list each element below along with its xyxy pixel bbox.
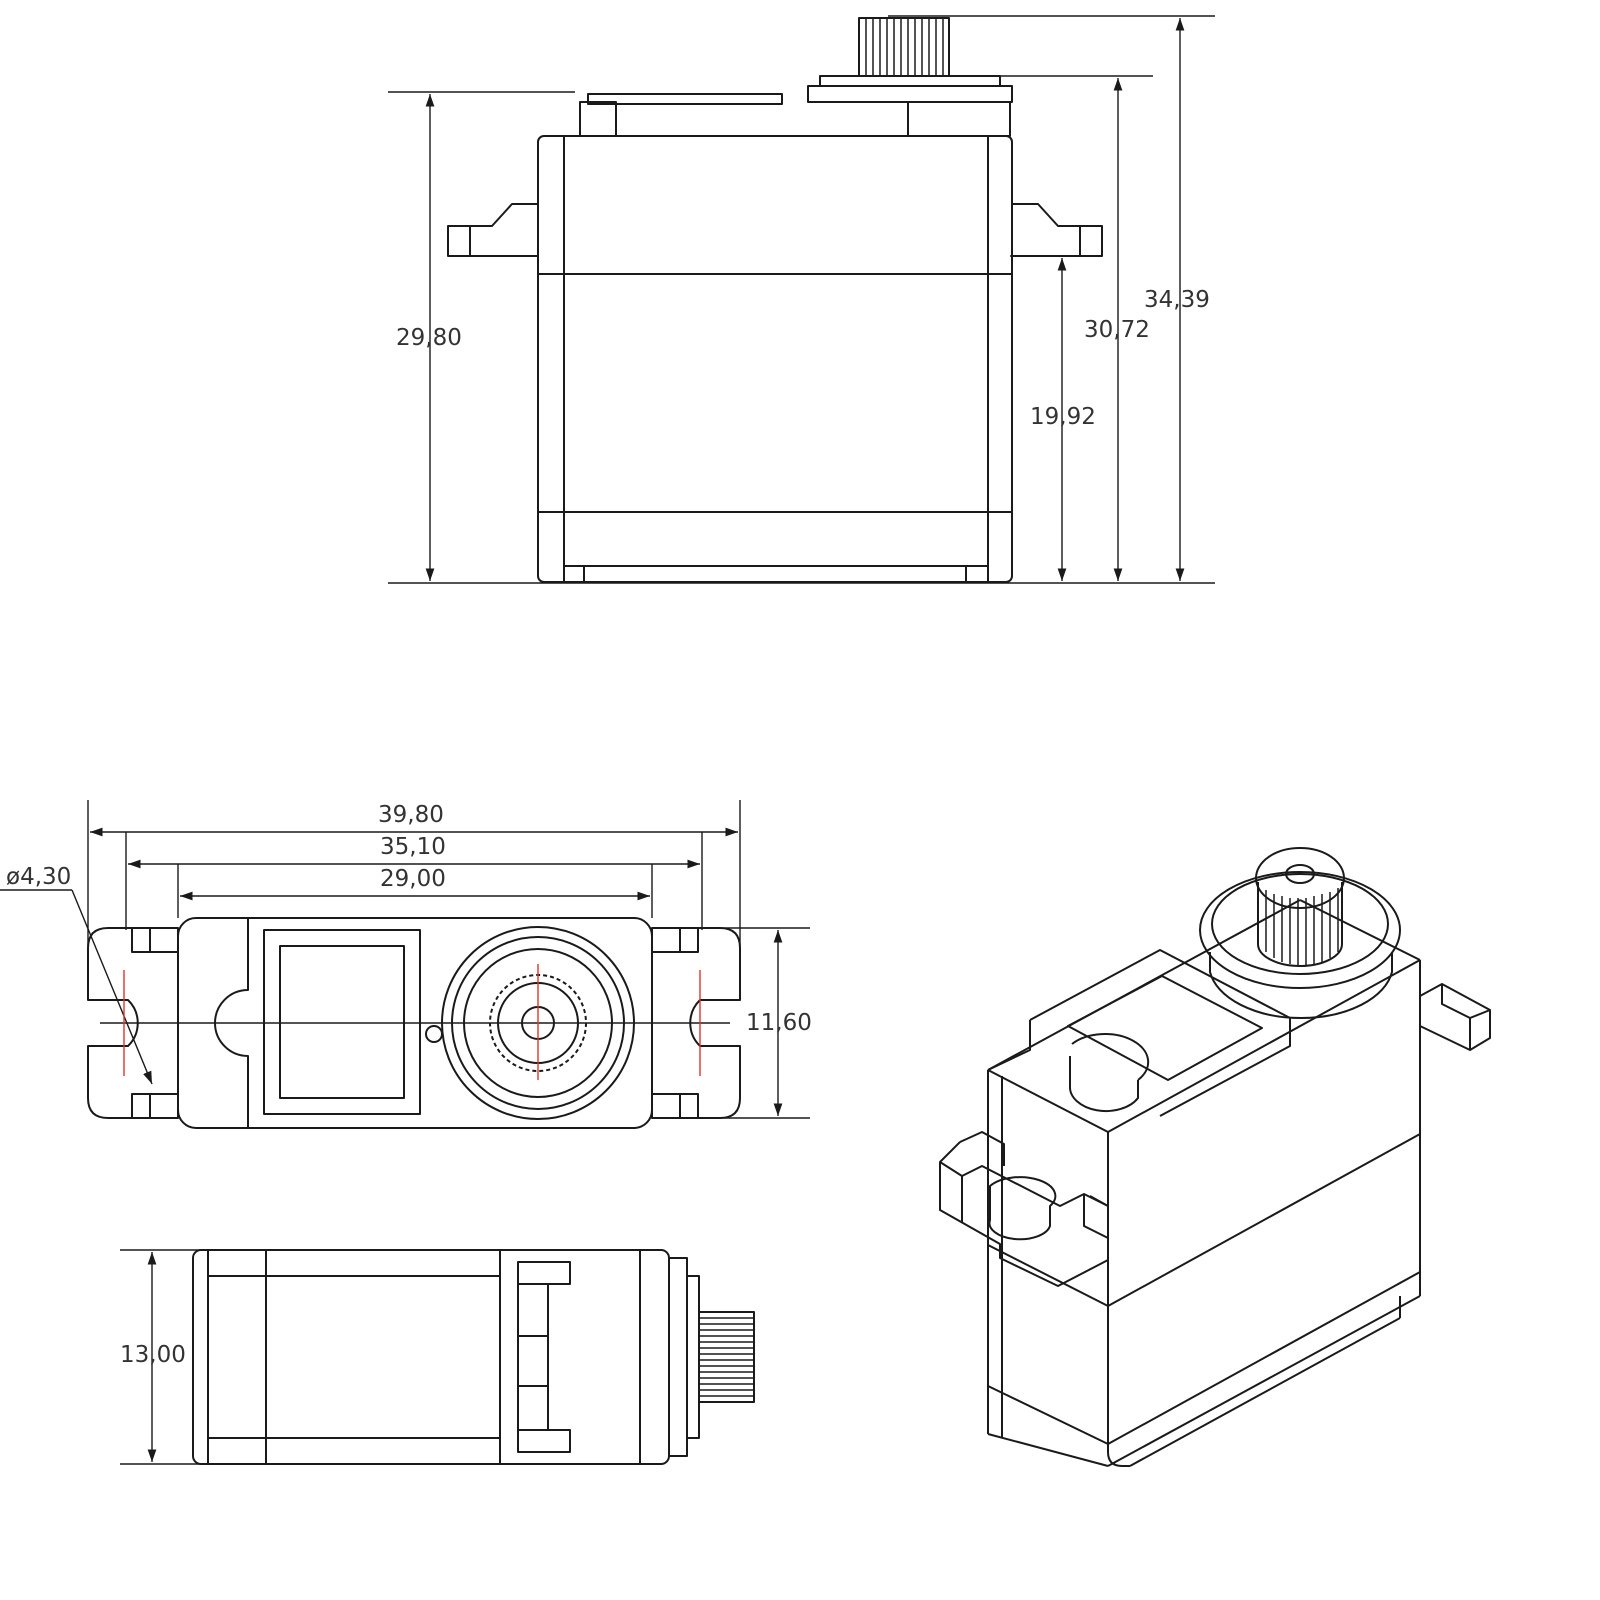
dim-hole-spacing: 35,10 — [380, 834, 446, 860]
dim-flange-height: 19,92 — [1030, 404, 1096, 430]
isometric-view — [939, 847, 1491, 1467]
dim-overall-length: 39,80 — [378, 802, 444, 828]
dim-hole-diameter: ø4,30 — [6, 864, 71, 890]
dim-total-height: 34,39 — [1144, 287, 1210, 313]
dim-body-height: 29,80 — [396, 325, 462, 351]
side-view: 13,00 — [120, 1249, 755, 1465]
dim-thickness: 13,00 — [120, 1342, 186, 1368]
dim-body-length: 29,00 — [380, 866, 446, 892]
front-view: 29,80 34,39 30,72 19,92 — [388, 15, 1215, 584]
top-view: 39,80 35,10 29,00 11,60 ø4,30 — [0, 800, 812, 1129]
dim-shaft-height: 30,72 — [1084, 317, 1150, 343]
dim-width: 11,60 — [746, 1010, 812, 1036]
